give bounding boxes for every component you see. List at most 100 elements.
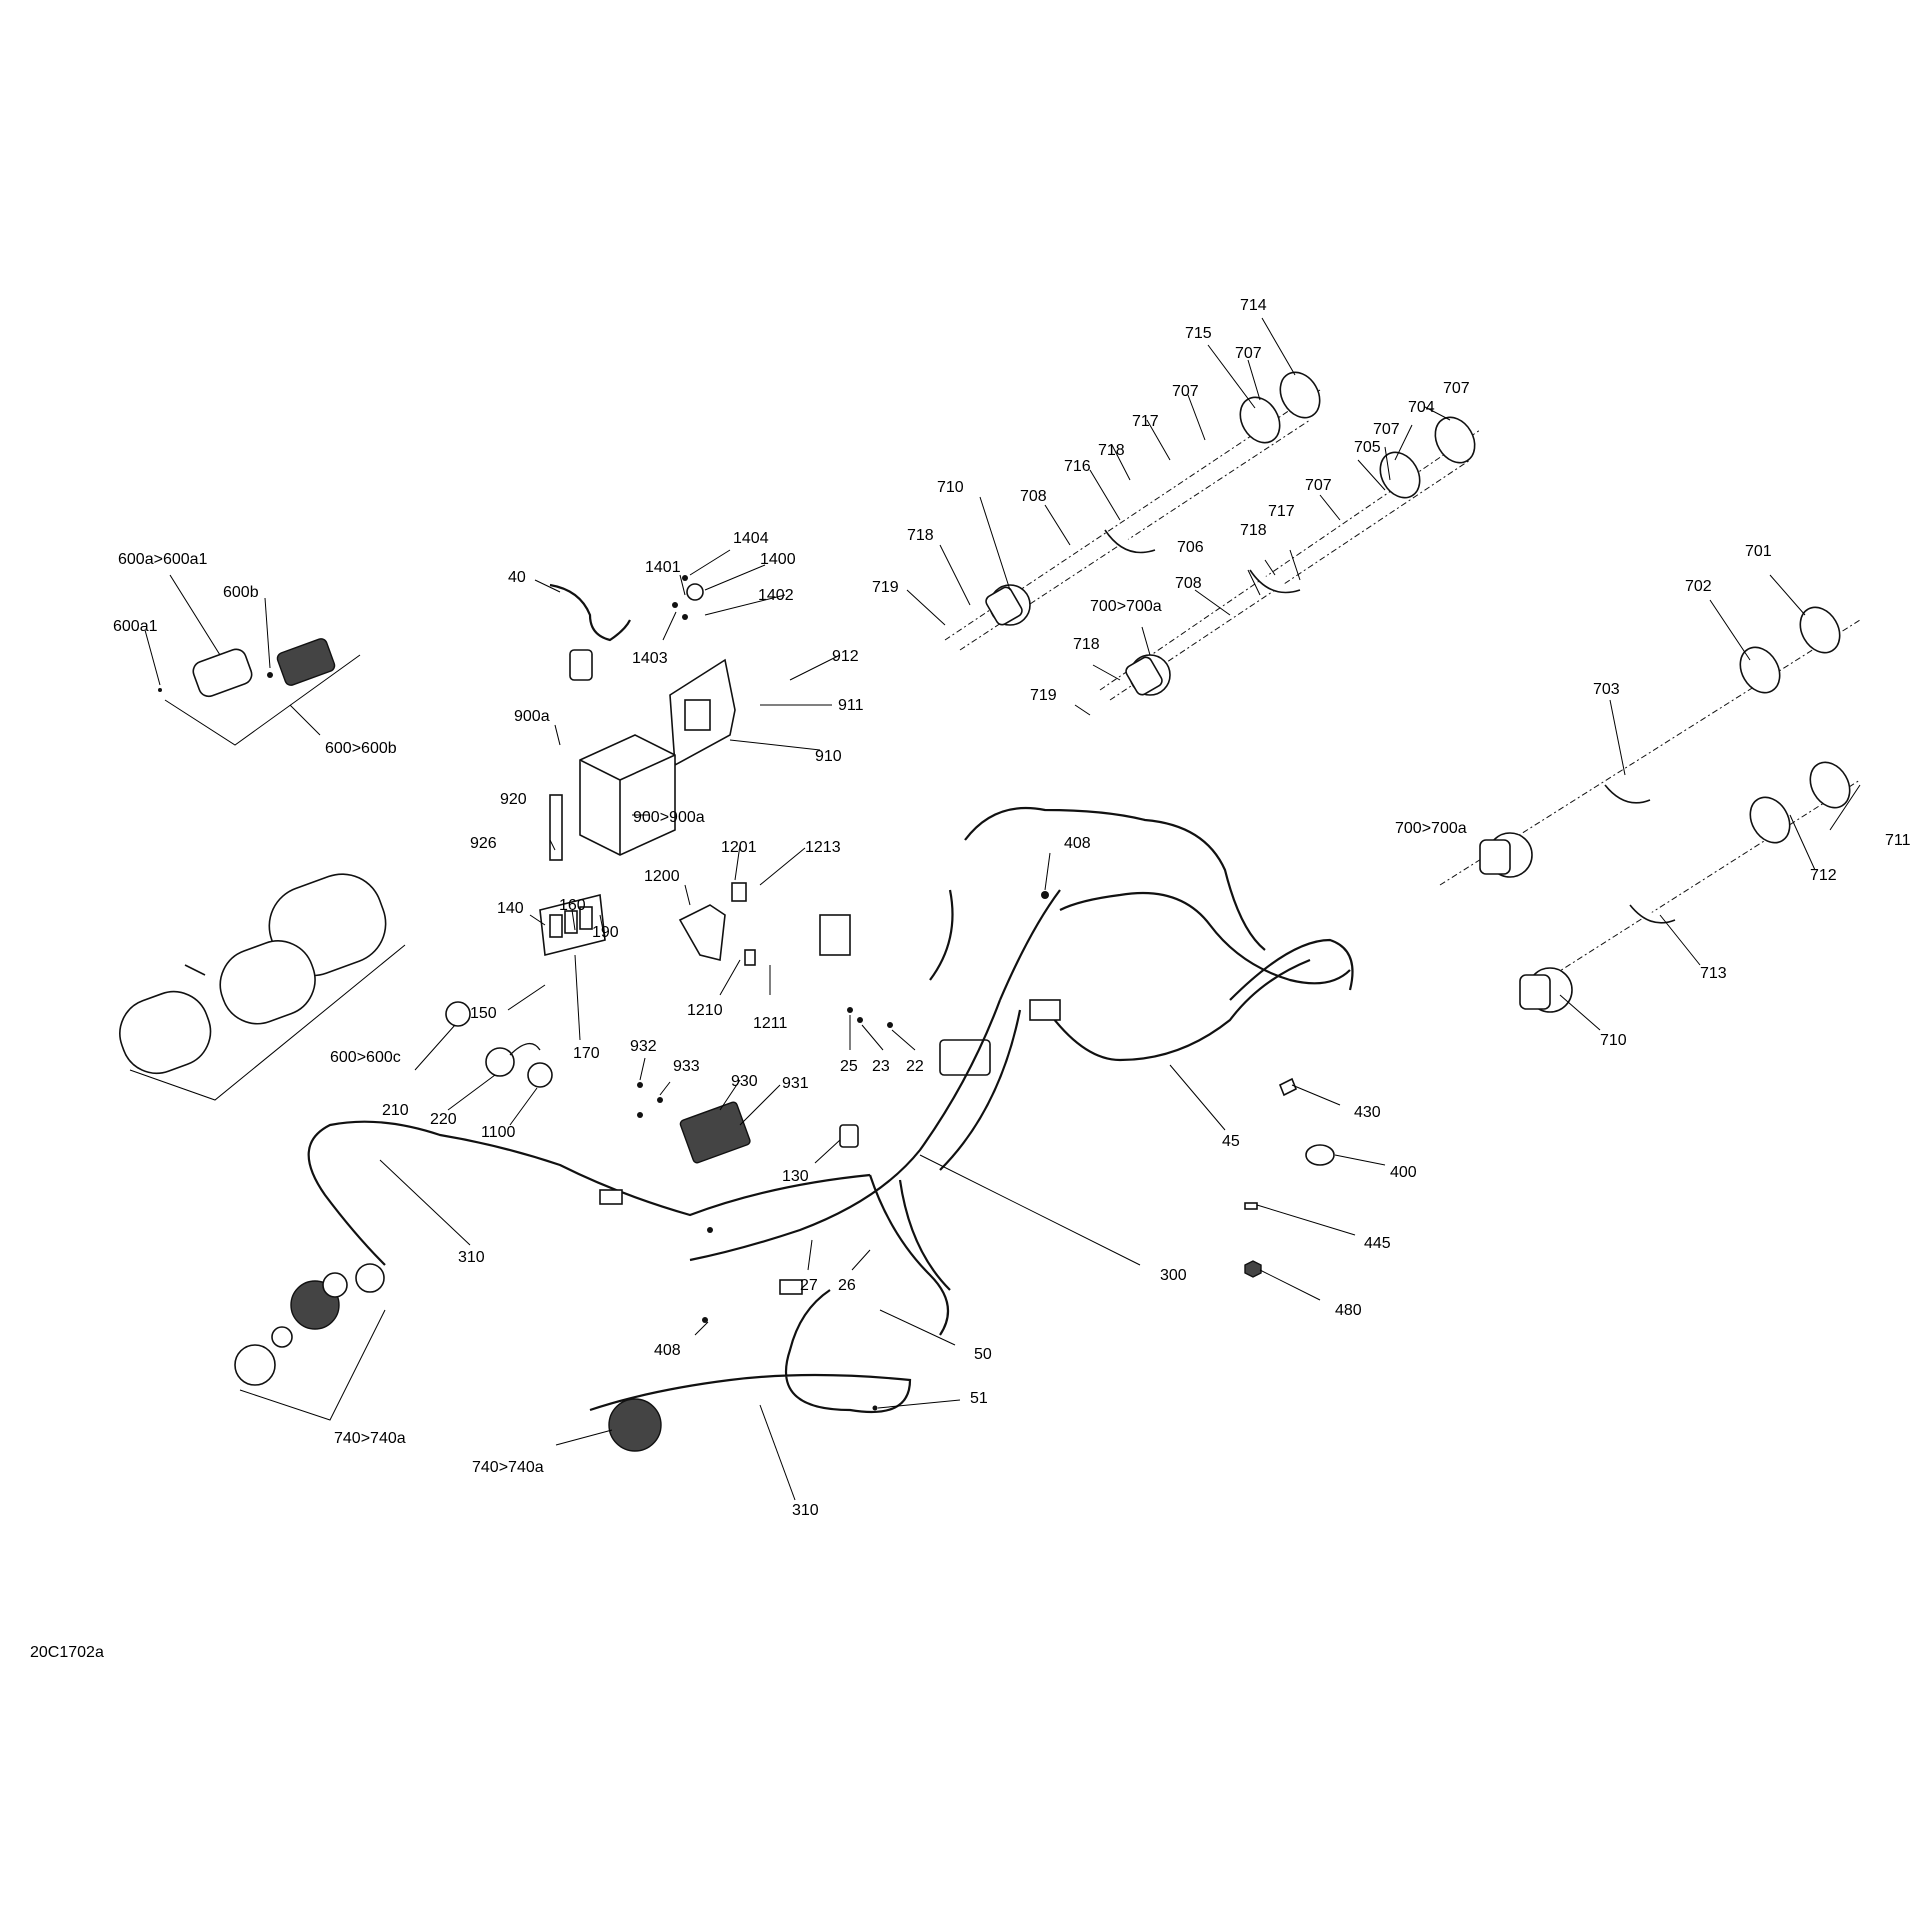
part-label: 1100 <box>481 1124 516 1141</box>
part-label: 712 <box>1810 867 1837 884</box>
part-label: 930 <box>731 1073 758 1090</box>
part-label: 300 <box>1160 1267 1187 1284</box>
part-label: 718 <box>1240 522 1267 539</box>
part-label: 707 <box>1443 380 1470 397</box>
part-label: 701 <box>1745 543 1772 560</box>
regulator-930 <box>637 1082 751 1164</box>
light-assembly-right <box>1439 606 1861 1013</box>
harness-310 <box>307 1120 912 1414</box>
part-label: 718 <box>1098 442 1125 459</box>
part-label: 931 <box>782 1075 809 1092</box>
part-label: 1404 <box>733 530 769 547</box>
part-label: 740>740a <box>472 1459 544 1476</box>
part-label: 600b <box>223 584 259 601</box>
part-label: 190 <box>592 924 619 941</box>
part-label: 705 <box>1354 439 1381 456</box>
part-label: 408 <box>654 1342 681 1359</box>
part-label: 912 <box>832 648 859 665</box>
part-label: 210 <box>382 1102 409 1119</box>
part-label: 50 <box>974 1346 992 1363</box>
part-label: 713 <box>1700 965 1727 982</box>
part-label: 710 <box>937 479 964 496</box>
part-label: 717 <box>1268 503 1295 520</box>
part-label: 600>600c <box>330 1049 401 1066</box>
relay-1400 <box>672 575 704 620</box>
harness-50 <box>868 1174 951 1336</box>
part-label: 400 <box>1390 1164 1417 1181</box>
light-assembly-upper <box>944 371 1481 701</box>
part-label: 740>740a <box>334 1430 406 1447</box>
part-label: 702 <box>1685 578 1712 595</box>
part-label: 1213 <box>805 839 841 856</box>
part-label: 310 <box>458 1249 485 1266</box>
harness-300 <box>689 999 1022 1262</box>
part-label: 22 <box>906 1058 924 1075</box>
part-label: 707 <box>1235 345 1262 362</box>
part-label: 706 <box>1177 539 1204 556</box>
leader-lines <box>144 317 1861 1501</box>
clip-130 <box>839 1124 859 1148</box>
part-label: 932 <box>630 1038 657 1055</box>
part-label: 707 <box>1305 477 1332 494</box>
part-label: 140 <box>497 900 524 917</box>
part-label: 714 <box>1240 297 1267 314</box>
part-label: 25 <box>840 1058 858 1075</box>
part-label: 445 <box>1364 1235 1391 1252</box>
part-label: 708 <box>1175 575 1202 592</box>
part-label: 920 <box>500 791 527 808</box>
part-label: 40 <box>508 569 526 586</box>
part-label: 710 <box>1600 1032 1627 1049</box>
battery-900 <box>549 734 676 861</box>
part-label: 911 <box>838 697 864 714</box>
part-label: 708 <box>1020 488 1047 505</box>
part-label: 430 <box>1354 1104 1381 1121</box>
gauge-kit-600b <box>158 638 361 746</box>
part-label: 130 <box>782 1168 809 1185</box>
connectors-210-220-1100 <box>445 1001 553 1088</box>
speaker-740-bottom <box>608 1398 662 1452</box>
part-label: 1200 <box>644 868 680 885</box>
part-label: 170 <box>573 1045 600 1062</box>
main-harness-45 <box>819 806 1354 1076</box>
part-label: 310 <box>792 1502 819 1519</box>
part-label: 716 <box>1064 458 1091 475</box>
part-label: 900>900a <box>633 809 705 826</box>
part-label: 933 <box>673 1058 700 1075</box>
part-label: 718 <box>907 527 934 544</box>
part-label: 719 <box>1030 687 1057 704</box>
part-label: 45 <box>1222 1133 1240 1150</box>
part-label: 719 <box>872 579 899 596</box>
part-label: 408 <box>1064 835 1091 852</box>
bracket-910 <box>669 658 736 767</box>
part-label: 1211 <box>753 1015 788 1032</box>
part-label: 150 <box>470 1005 497 1022</box>
part-label: 26 <box>838 1277 856 1294</box>
part-label: 711 <box>1885 832 1911 849</box>
part-label: 600>600b <box>325 740 397 757</box>
part-label: 718 <box>1073 636 1100 653</box>
part-label: 160 <box>559 897 586 914</box>
part-label: 1403 <box>632 650 668 667</box>
bracket-1200 <box>678 882 756 966</box>
fuse-block-140 <box>539 894 606 956</box>
part-label: 600a1 <box>113 618 158 635</box>
part-label: 704 <box>1408 399 1435 416</box>
fasteners <box>702 891 1335 1411</box>
part-label: 480 <box>1335 1302 1362 1319</box>
part-label: 703 <box>1593 681 1620 698</box>
drawing-code: 20C1702a <box>30 1644 104 1661</box>
gauge-cluster-600c <box>119 873 406 1101</box>
part-label: 220 <box>430 1111 457 1128</box>
part-label: 1201 <box>721 839 757 856</box>
part-label: 700>700a <box>1090 598 1162 615</box>
part-label: 27 <box>800 1277 818 1294</box>
part-label: 1400 <box>760 551 796 568</box>
part-label: 715 <box>1185 325 1212 342</box>
part-label: 900a <box>514 708 550 725</box>
part-label: 700>700a <box>1395 820 1467 837</box>
speaker-740-left <box>234 1263 386 1421</box>
part-label: 717 <box>1132 413 1159 430</box>
part-label: 707 <box>1172 383 1199 400</box>
part-label: 1402 <box>758 587 794 604</box>
